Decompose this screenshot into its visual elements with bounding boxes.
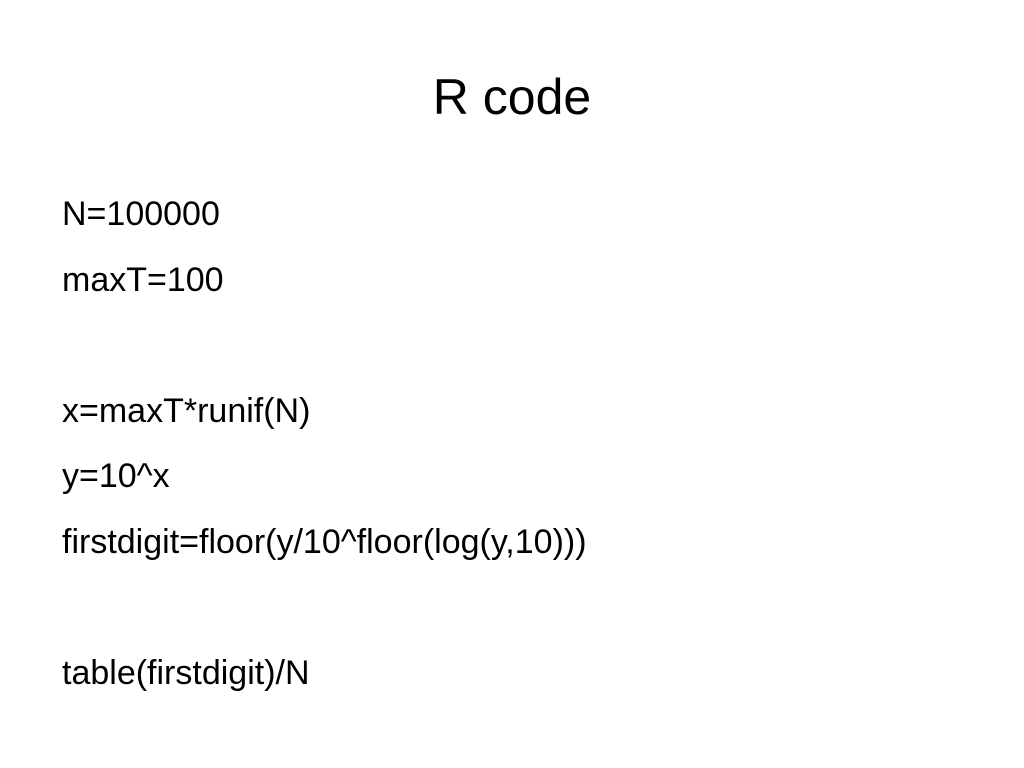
code-line: firstdigit=floor(y/10^floor(log(y,10))) <box>62 522 587 561</box>
code-line: table(firstdigit)/N <box>62 653 310 692</box>
code-line-blank <box>62 583 962 649</box>
code-line: y=10^x <box>62 457 170 495</box>
code-line: maxT=100 <box>62 260 224 299</box>
slide-title: R code <box>432 69 592 125</box>
code-line: x=maxT*runif(N) <box>62 391 311 430</box>
code-block: N=100000 maxT=100 x=maxT*runif(N) y=10^x… <box>62 190 962 714</box>
code-line: N=100000 <box>62 195 220 233</box>
code-line-blank <box>62 321 962 387</box>
